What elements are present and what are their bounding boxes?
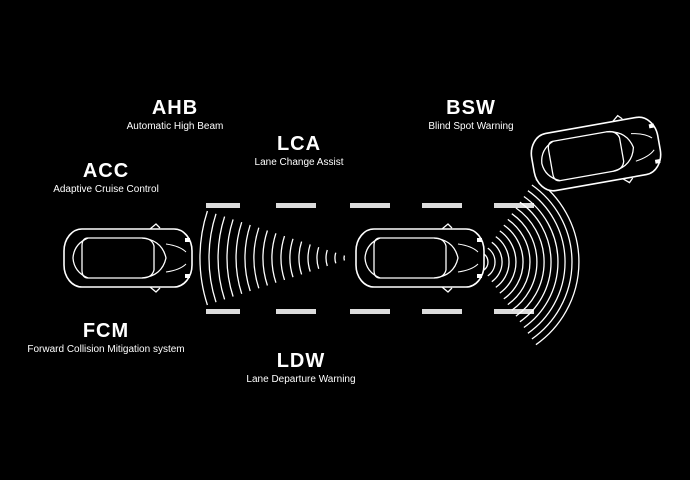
feature-ldw: LDW Lane Departure Warning (231, 350, 371, 386)
radar-arc (515, 207, 545, 317)
radar-arc (519, 201, 552, 323)
feature-acc: ACC Adaptive Cruise Control (41, 160, 171, 196)
feature-lca: LCA Lane Change Assist (234, 133, 364, 169)
lane-marking-lower (206, 309, 534, 314)
feature-ahb: AHB Automatic High Beam (110, 97, 240, 133)
radar-arc (217, 216, 226, 300)
radar-arc (271, 233, 277, 283)
radar-arc (325, 249, 328, 267)
radar-arc (487, 247, 496, 277)
radar-arc (253, 227, 260, 289)
feature-bsw: BSW Blind Spot Warning (406, 97, 536, 133)
bsw-desc: Blind Spot Warning (428, 121, 514, 132)
radar-arc (499, 230, 517, 294)
car-front-icon (63, 223, 193, 293)
radar-arc (199, 210, 209, 306)
radar-arc (495, 236, 510, 288)
radar-arc (235, 221, 243, 295)
radar-arc (226, 219, 234, 297)
acc-abbr: ACC (82, 160, 130, 182)
fcm-desc: Forward Collision Mitigation system (27, 344, 185, 355)
car-adjacent-icon (526, 108, 666, 200)
radar-arc (334, 252, 337, 264)
radar-arc (503, 224, 524, 300)
lane-marking-upper (206, 203, 534, 208)
lca-desc: Lane Change Assist (254, 157, 344, 168)
lca-abbr: LCA (276, 133, 322, 155)
radar-arc (523, 195, 559, 329)
radar-arc (316, 246, 320, 270)
radar-arc (298, 241, 303, 275)
radar-arc (483, 253, 489, 271)
radar-arc (280, 235, 286, 281)
ldw-abbr: LDW (276, 350, 326, 372)
ldw-desc: Lane Departure Warning (246, 374, 356, 385)
car-ego-icon (355, 223, 485, 293)
radar-arc (527, 190, 566, 334)
radar-arc (531, 184, 573, 340)
radar-arc (244, 224, 251, 292)
radar-arc (535, 178, 580, 346)
radar-arc (208, 213, 217, 303)
radar-arc (491, 241, 503, 283)
fcm-abbr: FCM (82, 320, 130, 342)
radar-arc (507, 218, 531, 306)
acc-desc: Adaptive Cruise Control (53, 184, 159, 195)
radar-wave-icon (483, 178, 580, 346)
bsw-abbr: BSW (446, 97, 496, 119)
radar-arc (511, 213, 538, 311)
ahb-abbr: AHB (151, 97, 199, 119)
radar-wave-icon (199, 210, 346, 306)
feature-fcm: FCM Forward Collision Mitigation system (16, 320, 196, 356)
radar-arc (262, 230, 269, 286)
radar-arc (307, 244, 311, 272)
ahb-desc: Automatic High Beam (126, 121, 224, 132)
radar-arc (289, 238, 294, 278)
